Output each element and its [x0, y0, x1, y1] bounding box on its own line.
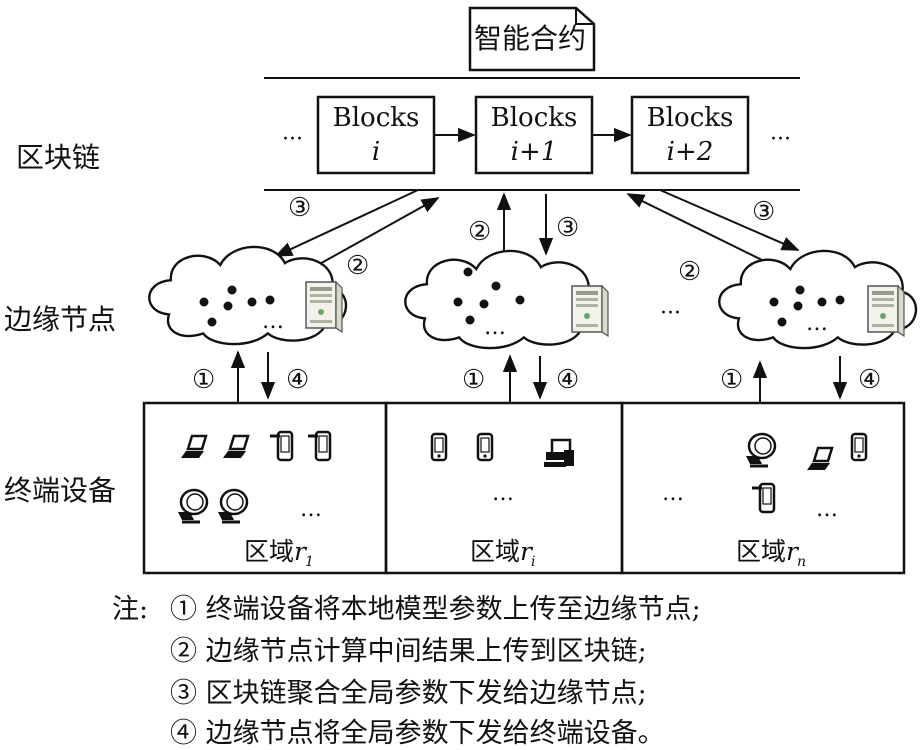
laptop-icon	[805, 446, 834, 472]
cloud-nodes	[453, 267, 525, 325]
pda-icon	[268, 430, 294, 462]
cloud-ellipsis: …	[484, 315, 506, 340]
step-2-middle: ②	[468, 217, 491, 247]
arrow-3-right	[659, 189, 800, 251]
region-var: r	[786, 537, 800, 566]
region-prefix: 区域	[736, 537, 786, 566]
cloud-ellipsis: …	[262, 309, 284, 334]
notes: 注: ① 终端设备将本地模型参数上传至边缘节点; ② 边缘节点计算中间结果上传到…	[112, 594, 701, 749]
block-i-plus-2: Blocks i+2	[630, 95, 750, 175]
contract-fold	[575, 8, 594, 25]
arrow-3-left	[274, 189, 419, 257]
step-1-left: ①	[192, 365, 215, 395]
region-ellipsis-right: …	[816, 497, 838, 522]
monitor-icon	[216, 488, 249, 524]
step-3-right: ③	[752, 197, 775, 227]
laptop-icon	[179, 434, 208, 460]
region-ellipsis-left: …	[662, 481, 684, 506]
smart-contract: 智能合约	[468, 6, 596, 72]
monitor-icon	[744, 432, 777, 468]
block-word: Blocks	[491, 103, 578, 133]
region-prefix: 区域	[470, 537, 520, 566]
edge-node-right: …	[718, 249, 918, 350]
contract-label: 智能合约	[474, 22, 586, 55]
step-3-left: ③	[288, 193, 311, 223]
cloud-nodes	[769, 285, 845, 327]
pda-icon	[306, 430, 332, 462]
contract-document-shape	[468, 6, 596, 72]
laptop-icon	[221, 434, 250, 460]
region-sub: i	[531, 554, 535, 570]
edge-node-left: …	[148, 245, 348, 346]
step-2-left: ②	[346, 251, 369, 281]
step-1-right: ①	[720, 365, 743, 395]
region-sub: 1	[305, 554, 314, 570]
note-item-4: ④ 边缘节点将全局参数下发给终端设备。	[170, 718, 665, 749]
cloud-ellipsis: …	[806, 311, 828, 336]
arrow-2-right	[626, 193, 767, 263]
block-box	[630, 95, 750, 175]
step-4-left: ④	[286, 365, 309, 395]
block-index: i	[372, 137, 380, 167]
region-ellipsis: …	[300, 497, 322, 522]
block-box	[316, 95, 436, 175]
block-index: i+2	[667, 137, 714, 167]
monitor-icon	[176, 488, 209, 524]
chain-ellipsis-left: ···	[282, 127, 303, 152]
region-prefix: 区域	[244, 537, 294, 566]
server-icon	[867, 285, 905, 337]
block-index: i+1	[511, 137, 558, 167]
pda-icon	[750, 482, 776, 514]
block-word: Blocks	[333, 103, 420, 133]
phone-icon	[850, 432, 868, 462]
step-1-middle: ①	[462, 365, 485, 395]
block-word: Blocks	[647, 103, 734, 133]
step-2-right: ②	[678, 257, 701, 287]
desktop-icon	[542, 438, 576, 469]
notes-lead: 注:	[112, 594, 148, 625]
region-box	[620, 401, 906, 575]
server-icon	[305, 281, 343, 333]
chain-ellipsis-right: ···	[770, 127, 791, 152]
layer-label-edge: 边缘节点	[4, 303, 116, 336]
region-var: r	[520, 537, 534, 566]
step-4-middle: ④	[556, 365, 579, 395]
layer-label-blockchain: 区块链	[16, 141, 100, 174]
phone-icon	[430, 432, 448, 462]
note-item-3: ③ 区块链聚合全局参数下发给边缘节点;	[170, 678, 647, 709]
layer-label-terminal: 终端设备	[4, 474, 116, 507]
region-sub: n	[797, 554, 806, 570]
edge-ellipsis: ···	[660, 301, 681, 326]
note-item-1: ① 终端设备将本地模型参数上传至边缘节点;	[170, 594, 701, 625]
region-ri: … 区域 r i	[384, 401, 624, 575]
edge-node-middle: …	[404, 249, 609, 350]
step-4-right: ④	[858, 365, 881, 395]
region-r1: … 区域 r 1	[142, 401, 388, 575]
region-ellipsis: …	[492, 481, 514, 506]
server-icon	[571, 285, 609, 337]
cloud-nodes	[199, 285, 275, 327]
block-i-plus-1: Blocks i+1	[474, 95, 594, 175]
step-3-middle: ③	[556, 213, 579, 243]
region-var: r	[294, 537, 308, 566]
phone-icon	[476, 432, 494, 462]
region-rn: … … 区域 r n	[620, 401, 906, 575]
block-i: Blocks i	[316, 95, 436, 175]
note-item-2: ② 边缘节点计算中间结果上传到区块链;	[170, 636, 647, 667]
arrow-2-left	[315, 197, 440, 267]
